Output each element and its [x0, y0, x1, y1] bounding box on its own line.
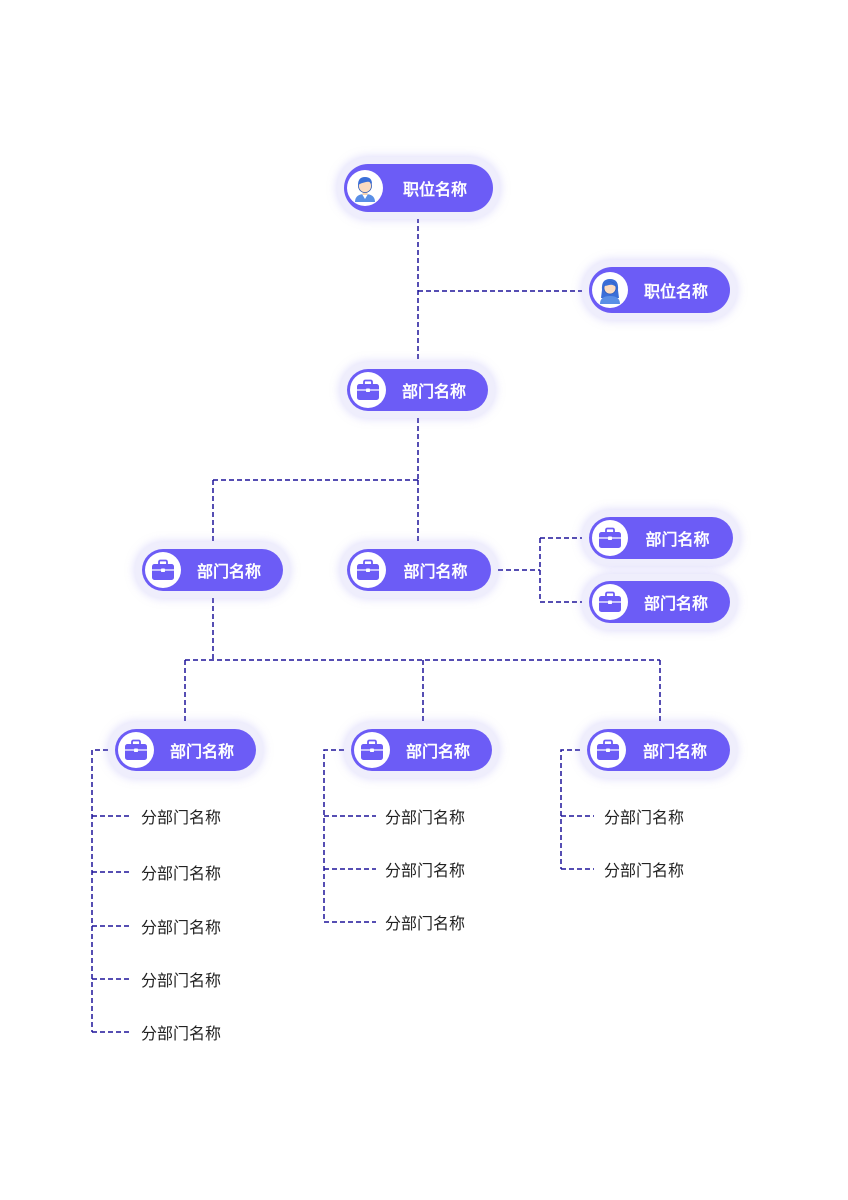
group-a-sub-department-5[interactable]: 分部门名称 — [141, 1024, 222, 1043]
right-department-2-label: 部门名称 — [643, 594, 708, 613]
group-a-sub-department-2[interactable]: 分部门名称 — [141, 864, 222, 883]
briefcase-icon — [590, 732, 626, 768]
right-department-2-node[interactable]: 部门名称 — [582, 574, 737, 630]
center-department-pill: 部门名称 — [347, 549, 491, 591]
center-department-node[interactable]: 部门名称 — [340, 542, 498, 598]
left-department-node[interactable]: 部门名称 — [135, 542, 290, 598]
left-department-label: 部门名称 — [196, 562, 261, 581]
female-avatar-icon — [592, 272, 628, 308]
connector-group-a-subs — [91, 749, 108, 1032]
main-department-pill: 部门名称 — [347, 369, 488, 411]
connector-group-b-subs — [323, 749, 344, 922]
briefcase-icon — [145, 552, 181, 588]
connector-group-c-subs — [560, 749, 580, 869]
group-b-department-pill: 部门名称 — [351, 729, 492, 771]
right-department-1-node[interactable]: 部门名称 — [582, 510, 740, 566]
group-a-department-label: 部门名称 — [169, 742, 234, 761]
right-department-2-pill: 部门名称 — [589, 581, 730, 623]
group-b-sub-department-3[interactable]: 分部门名称 — [385, 914, 466, 933]
group-b-sub-department-1[interactable]: 分部门名称 — [385, 808, 466, 827]
assistant-position-label: 职位名称 — [643, 282, 708, 301]
briefcase-icon — [592, 584, 628, 620]
group-c-department-pill: 部门名称 — [587, 729, 730, 771]
briefcase-icon — [354, 732, 390, 768]
briefcase-icon — [350, 372, 386, 408]
group-a-sub-department-1[interactable]: 分部门名称 — [141, 808, 222, 827]
assistant-position-node[interactable]: 职位名称 — [582, 260, 737, 320]
group-a-department-node[interactable]: 部门名称 — [108, 722, 263, 778]
group-b-department-label: 部门名称 — [405, 742, 470, 761]
group-c-department-label: 部门名称 — [642, 742, 707, 761]
center-department-label: 部门名称 — [403, 562, 468, 581]
group-a-sub-department-3[interactable]: 分部门名称 — [141, 918, 222, 937]
group-b-sub-department-2[interactable]: 分部门名称 — [385, 861, 466, 880]
right-department-1-label: 部门名称 — [645, 530, 710, 549]
main-department-label: 部门名称 — [401, 382, 466, 401]
briefcase-icon — [118, 732, 154, 768]
group-a-sub-department-4[interactable]: 分部门名称 — [141, 971, 222, 990]
top-position-node[interactable]: 职位名称 — [337, 157, 500, 219]
left-department-pill: 部门名称 — [142, 549, 283, 591]
assistant-position-pill: 职位名称 — [589, 267, 730, 313]
group-c-department-node[interactable]: 部门名称 — [580, 722, 737, 778]
group-a-department-pill: 部门名称 — [115, 729, 256, 771]
group-c-sub-department-1[interactable]: 分部门名称 — [604, 808, 685, 827]
male-avatar-icon — [347, 170, 383, 206]
right-department-1-pill: 部门名称 — [589, 517, 733, 559]
top-position-pill: 职位名称 — [344, 164, 493, 212]
briefcase-icon — [592, 520, 628, 556]
main-department-node[interactable]: 部门名称 — [340, 362, 495, 418]
group-b-department-node[interactable]: 部门名称 — [344, 722, 499, 778]
top-position-label: 职位名称 — [402, 180, 467, 199]
group-c-sub-department-2[interactable]: 分部门名称 — [604, 861, 685, 880]
briefcase-icon — [350, 552, 386, 588]
